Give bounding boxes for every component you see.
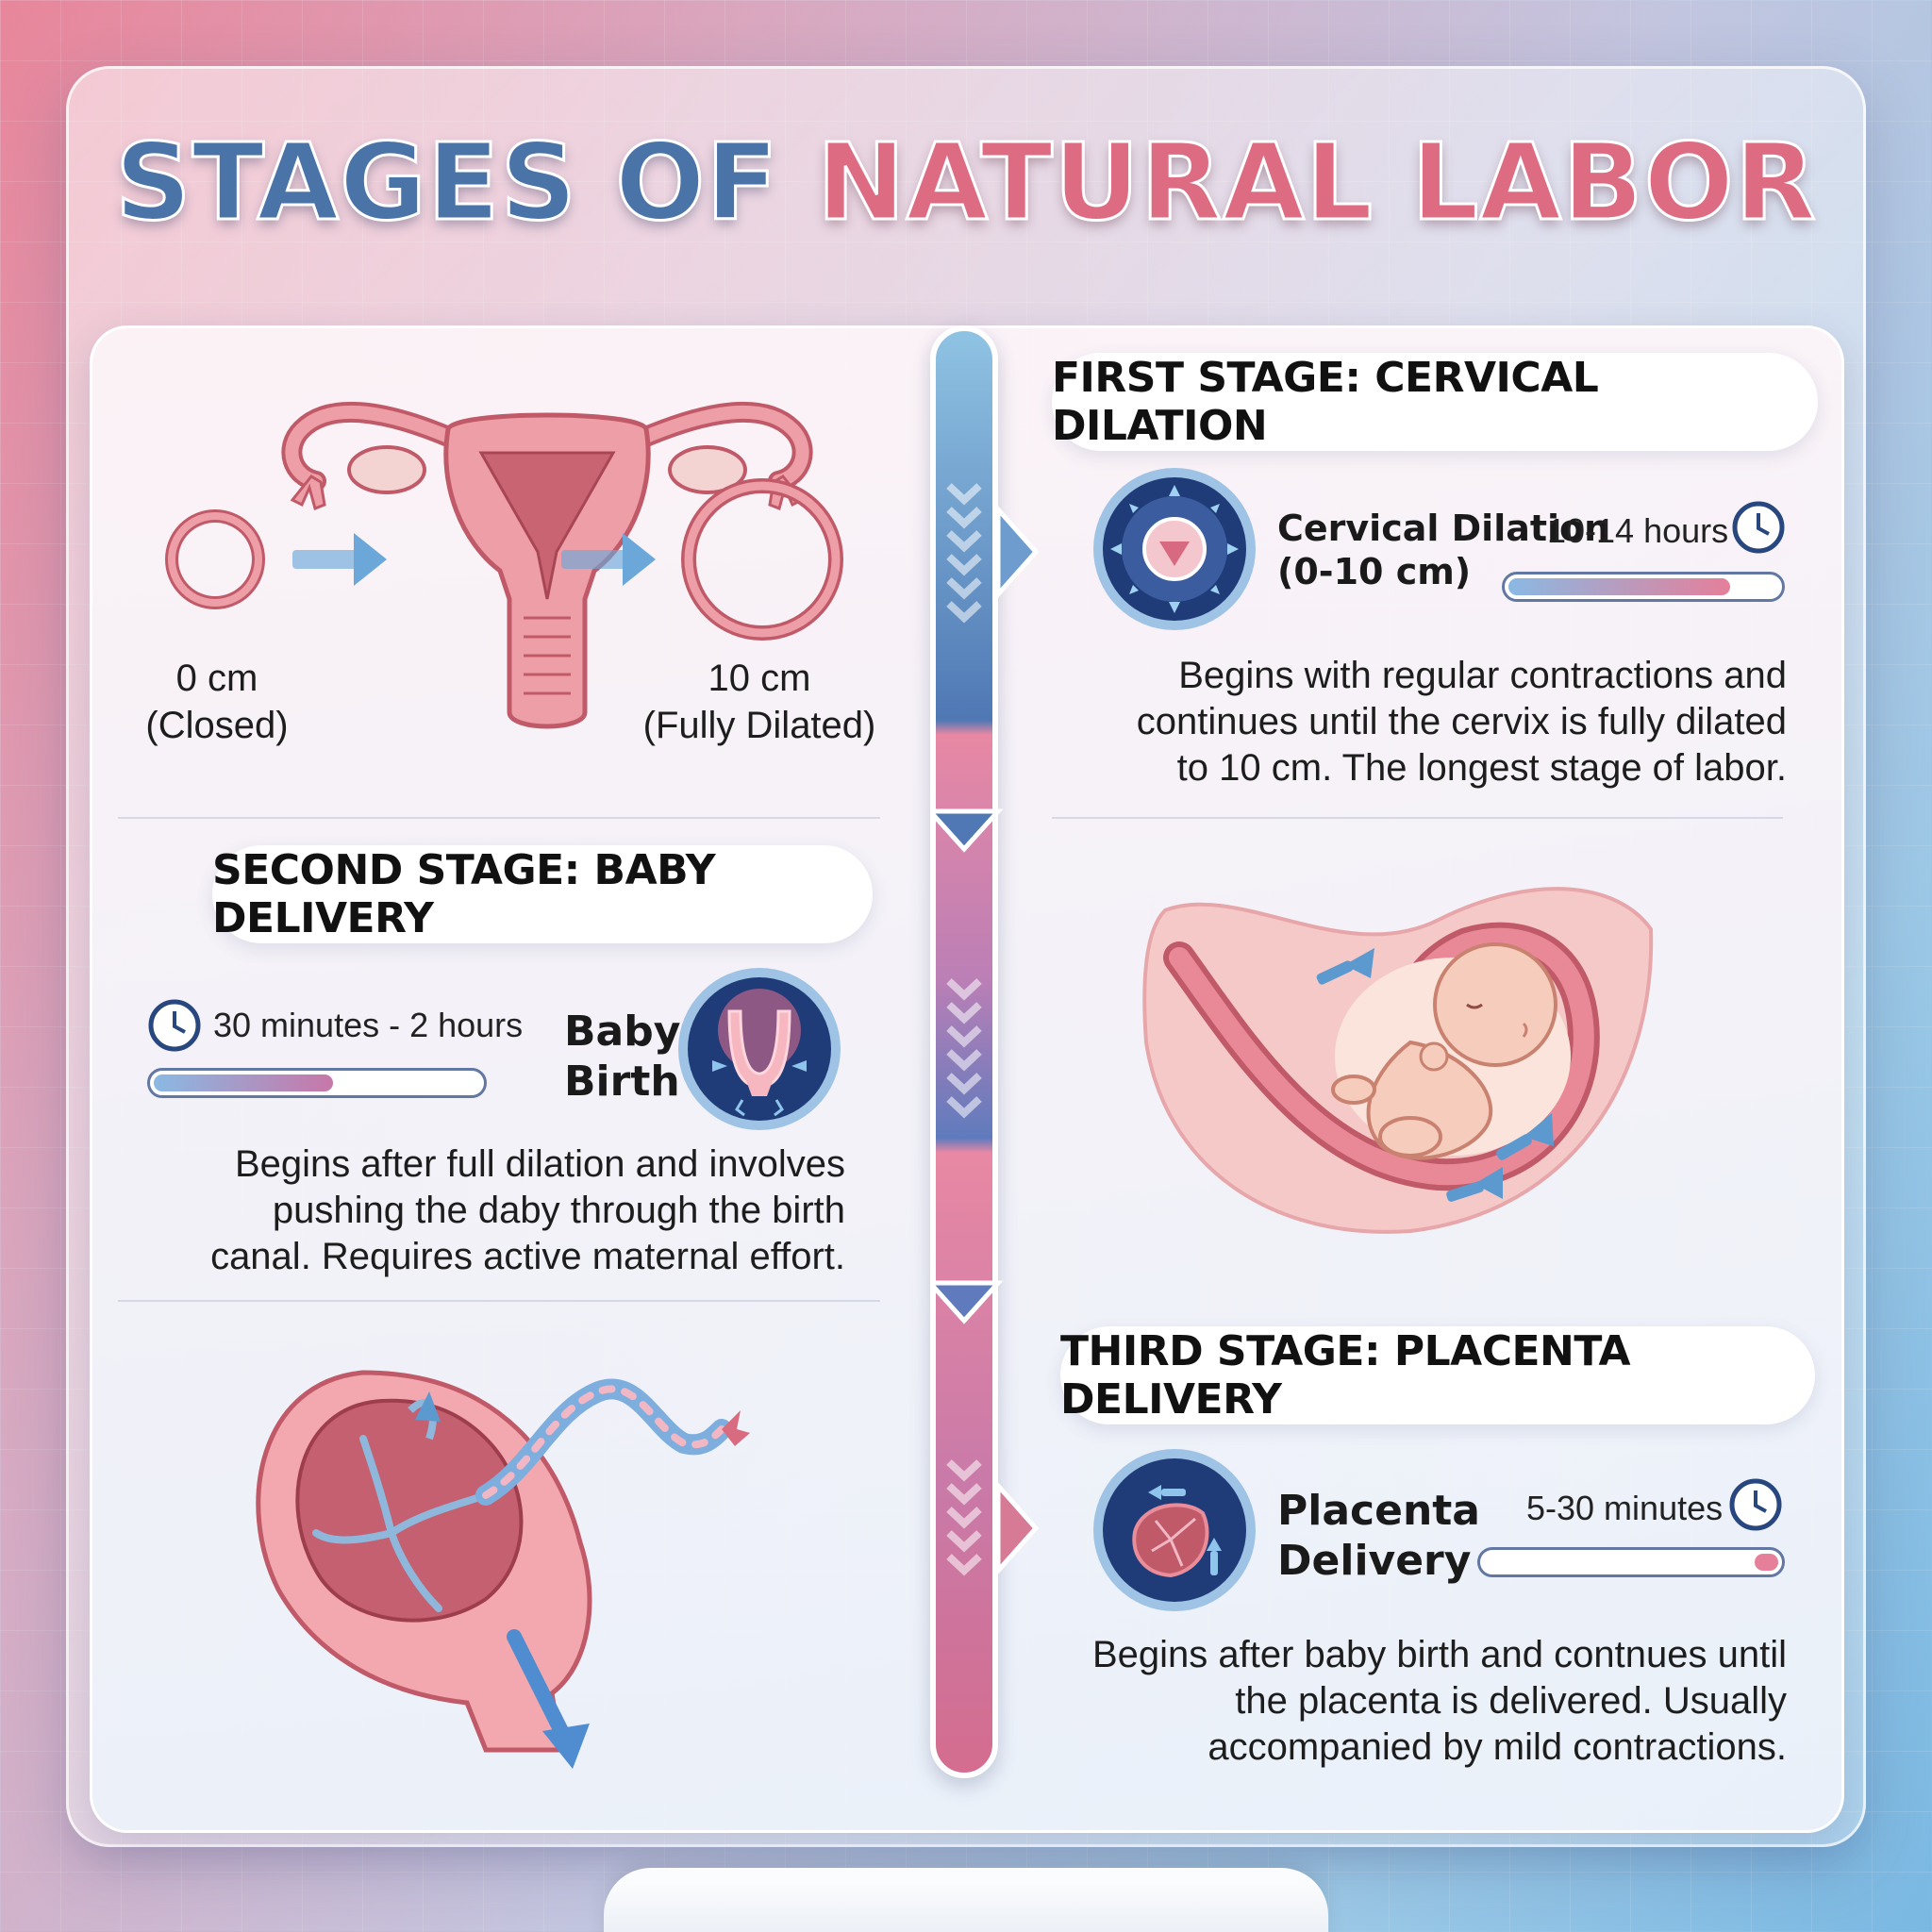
uterus-dilation-illustration (165, 401, 843, 729)
divider-left-1 (118, 817, 880, 819)
third-stage-description: Begins after baby birth and contnues unt… (1057, 1632, 1787, 1770)
second-stage-description: Begins after full dilation and involves … (151, 1141, 845, 1279)
first-stage-desc-line: to 10 cm. The longest stage of labor. (1176, 746, 1787, 789)
third-stage-desc-line: the placenta is delivered. Usually (1235, 1679, 1787, 1722)
frame-stand (604, 1868, 1328, 1932)
clock-icon (1729, 1478, 1782, 1531)
second-stage-heading: SECOND STAGE: BABY DELIVERY (212, 845, 873, 943)
first-stage-label-line1: Cervical Dilation (1277, 508, 1610, 549)
placenta-illustration (256, 1370, 750, 1769)
first-stage-duration: 10-14 hours (1547, 511, 1729, 550)
first-stage-description: Begins with regular contractions and con… (1057, 653, 1787, 791)
second-stage-desc-line: Begins after full dilation and involves (234, 1143, 845, 1185)
divider-left-2 (118, 1300, 880, 1302)
third-stage-duration: 5-30 minutes (1526, 1489, 1724, 1527)
clock-icon (1732, 501, 1785, 554)
second-stage-progress-bar (147, 1068, 487, 1098)
third-stage-progress-fill (1755, 1554, 1778, 1571)
first-stage-progress-fill (1508, 578, 1730, 595)
first-stage-desc-line: continues until the cervix is fully dila… (1136, 700, 1787, 742)
third-stage-desc-line: Begins after baby birth and contnues unt… (1091, 1634, 1787, 1675)
first-stage-desc-line: Begins with regular contractions and (1178, 655, 1787, 696)
second-stage-progress-fill (154, 1074, 334, 1091)
first-stage-label-line2: (0-10 cm) (1277, 550, 1472, 592)
baby-in-womb-illustration (1142, 887, 1654, 1234)
cervix-icon (1093, 468, 1256, 630)
first-stage-label: Cervical Dilation (0-10 cm) (1277, 508, 1609, 593)
dilation-start-state: (Closed) (145, 705, 289, 746)
third-stage-label-line1: Placenta (1277, 1487, 1480, 1535)
third-stage-label-line2: Delivery (1277, 1536, 1472, 1585)
dilation-start-label: 0 cm (Closed) (104, 655, 330, 749)
third-stage-progress-bar (1477, 1547, 1785, 1577)
dilation-end-value: 10 cm (708, 658, 811, 699)
dilation-start-value: 0 cm (175, 658, 258, 699)
third-stage-heading: THIRD STAGE: PLACENTA DELIVERY (1060, 1326, 1815, 1424)
third-stage-desc-line: accompanied by mild contractions. (1208, 1725, 1787, 1768)
second-stage-desc-line: pushing the daby through the birth (272, 1189, 845, 1231)
second-stage-duration: 30 minutes - 2 hours (213, 1006, 524, 1044)
dilation-end-state: (Fully Dilated) (642, 705, 876, 746)
first-stage-progress-bar (1502, 572, 1785, 602)
second-stage-label-line1: Baby (564, 1008, 681, 1056)
second-stage-label-line2: Birth (564, 1057, 680, 1106)
second-stage-label: Baby Birth (564, 1008, 680, 1108)
clock-icon (148, 999, 201, 1052)
dilation-end-label: 10 cm (Fully Dilated) (623, 655, 896, 749)
baby-birth-icon (678, 968, 841, 1130)
timeline-arrows (930, 483, 1040, 1577)
page-title: STAGES OF NATURAL LABOR (0, 129, 1932, 238)
placenta-icon (1093, 1449, 1256, 1611)
second-stage-desc-line: canal. Requires active maternal effort. (210, 1235, 845, 1277)
first-stage-heading: FIRST STAGE: CERVICAL DILATION (1052, 353, 1818, 451)
title-part-1: STAGES OF (113, 122, 779, 244)
third-stage-label: Placenta Delivery (1277, 1487, 1480, 1587)
title-part-2: NATURAL LABOR (815, 122, 1818, 244)
divider-right-1 (1052, 817, 1783, 819)
